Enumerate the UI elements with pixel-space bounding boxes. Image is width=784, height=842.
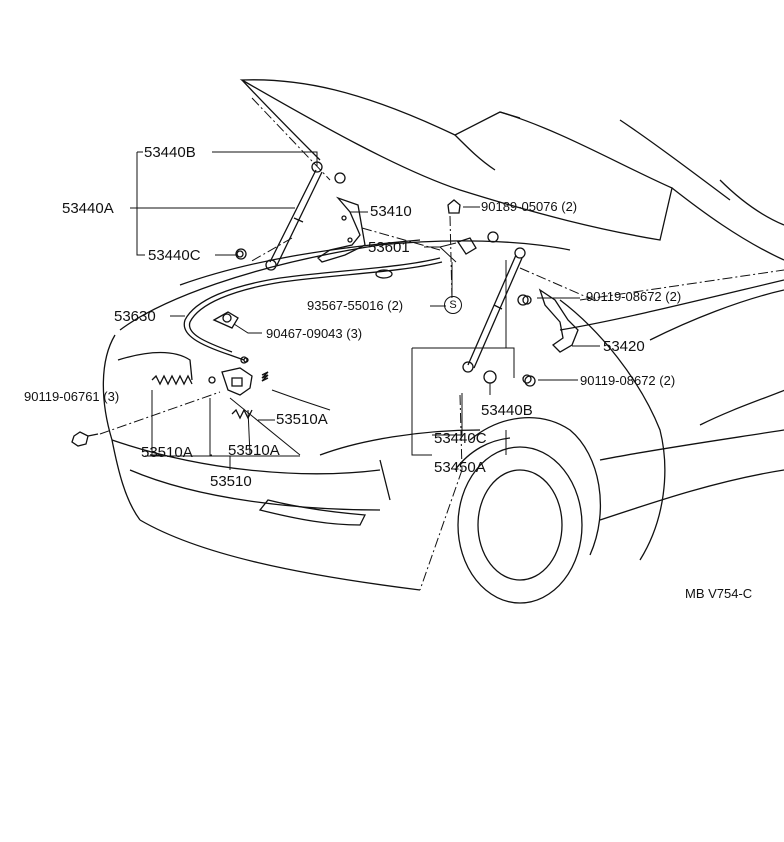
hood-support-right <box>463 232 525 383</box>
part-label-90189-05076: 90189-05076 (2) <box>481 199 578 214</box>
front-wheel <box>455 418 600 603</box>
part-label-53601: 53601 <box>368 239 410 256</box>
part-label-53440c-left: 53440C <box>148 247 201 264</box>
release-cable <box>184 258 442 362</box>
part-label-53420: 53420 <box>603 338 645 355</box>
part-label-53440c-right: 53440C <box>434 430 487 447</box>
part-label-53510: 53510 <box>210 473 252 490</box>
fasteners <box>223 200 531 383</box>
leader-lines <box>130 152 600 470</box>
hood-hinge-left <box>318 198 365 262</box>
alignment-guides <box>100 98 784 590</box>
part-label-53410: 53410 <box>370 203 412 220</box>
part-label-53440b-right: 53440B <box>481 402 533 419</box>
part-label-93567-55016: 93567-55016 (2) <box>307 298 404 313</box>
s-mark-circle: S <box>444 296 462 314</box>
hood-support-left <box>236 162 345 270</box>
part-label-53510a-upper: 53510A <box>276 411 328 428</box>
part-label-90119-08672-upper: 90119-08672 (2) <box>586 289 682 304</box>
part-label-53510a-center: 53510A <box>228 442 280 459</box>
part-label-53630: 53630 <box>114 308 156 325</box>
car-body-outline <box>103 120 784 590</box>
hood-outline <box>242 80 672 240</box>
part-label-53450a: 53450A <box>434 459 486 476</box>
part-label-90467-09043: 90467-09043 (3) <box>266 326 363 341</box>
part-label-90119-08672-lower: 90119-08672 (2) <box>580 373 676 388</box>
hood-lock-assembly <box>72 357 268 446</box>
diagram-reference-code: MB V754-C <box>685 586 753 601</box>
part-label-53440a: 53440A <box>62 200 114 217</box>
part-label-53510a-left: 53510A <box>141 444 193 461</box>
part-label-90119-06761: 90119-06761 (3) <box>24 389 120 404</box>
part-label-53440b-top: 53440B <box>144 144 196 161</box>
